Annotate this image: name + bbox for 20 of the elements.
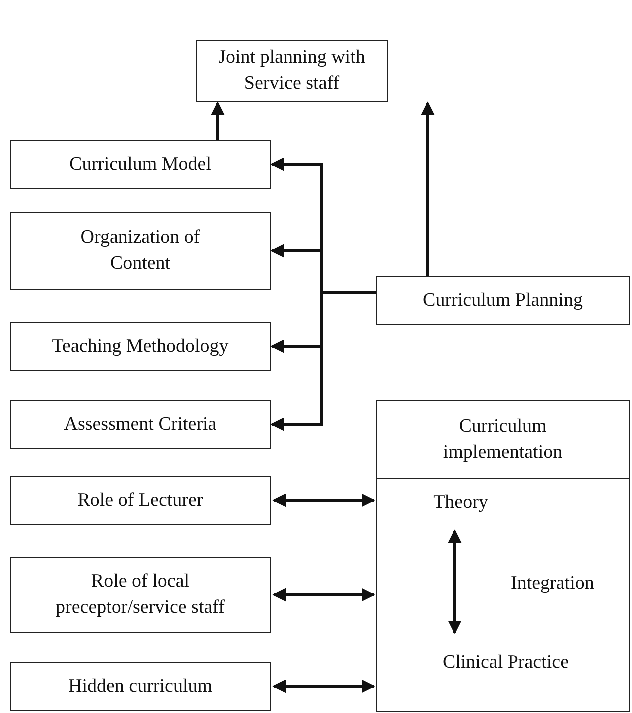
- process-box: Hidden curriculum: [10, 662, 271, 711]
- arrow: [421, 102, 435, 276]
- section-heading: Curriculum implementation: [377, 401, 629, 479]
- arrow: [211, 102, 225, 140]
- process-box: Curriculum Planning: [376, 276, 630, 325]
- arrow: [272, 588, 376, 602]
- section-box: [376, 400, 630, 712]
- process-box: Curriculum Model: [10, 140, 271, 189]
- body-text: Integration: [511, 572, 594, 596]
- process-box: Assessment Criteria: [10, 400, 271, 449]
- node-label: Clinical Practice: [425, 649, 587, 677]
- process-box: Organization of Content: [10, 212, 271, 290]
- process-box: Role of local preceptor/service staff: [10, 557, 271, 633]
- arrow: [448, 530, 462, 634]
- process-box: Teaching Methodology: [10, 322, 271, 371]
- arrow: [272, 680, 376, 694]
- process-box: Joint planning with Service staff: [196, 40, 388, 102]
- node-label: Theory: [419, 489, 503, 517]
- arrow: [272, 494, 376, 508]
- process-box: Role of Lecturer: [10, 476, 271, 525]
